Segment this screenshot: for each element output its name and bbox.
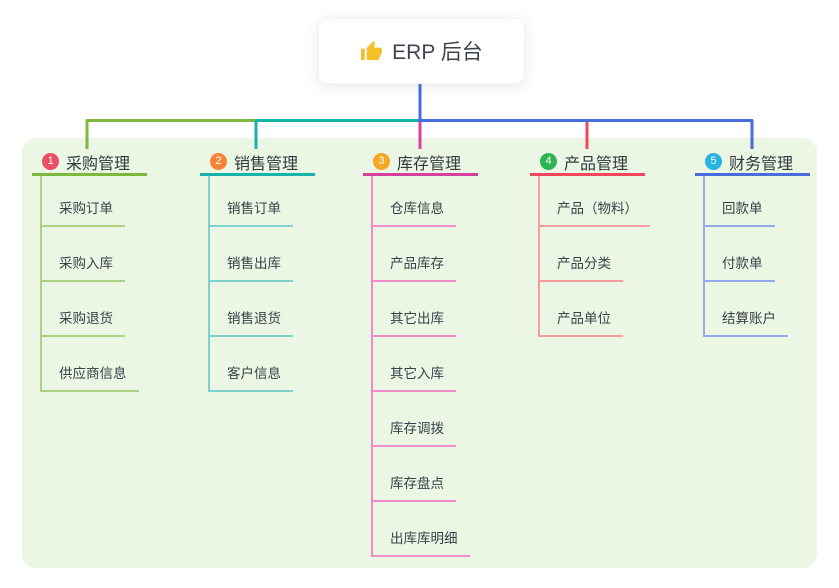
branch-title-label: 销售管理 bbox=[234, 155, 299, 173]
child-node[interactable]: 出库库明细 bbox=[373, 502, 470, 557]
branch-title-node[interactable]: 2 销售管理 bbox=[200, 150, 315, 176]
branch-title-label: 采购管理 bbox=[66, 155, 131, 173]
child-node[interactable]: 产品单位 bbox=[540, 282, 623, 337]
child-node[interactable]: 销售订单 bbox=[210, 176, 293, 227]
child-node-label: 库存盘点 bbox=[390, 476, 444, 491]
child-node-label: 供应商信息 bbox=[59, 366, 127, 381]
child-node-label: 产品分类 bbox=[557, 256, 611, 271]
child-node[interactable]: 库存盘点 bbox=[373, 447, 456, 502]
branch-children: 回款单付款单结算账户 bbox=[703, 176, 788, 337]
branch-children: 仓库信息产品库存其它出库其它入库库存调拨库存盘点出库库明细 bbox=[371, 176, 470, 557]
child-node-label: 其它出库 bbox=[390, 311, 444, 326]
branch-children: 采购订单采购入库采购退货供应商信息 bbox=[40, 176, 139, 392]
child-node-label: 仓库信息 bbox=[390, 201, 444, 216]
root-node-erp[interactable]: ERP 后台 bbox=[318, 18, 525, 84]
branch-title-node[interactable]: 1 采购管理 bbox=[32, 150, 147, 176]
child-node[interactable]: 仓库信息 bbox=[373, 176, 456, 227]
child-node[interactable]: 产品分类 bbox=[540, 227, 623, 282]
child-node[interactable]: 采购退货 bbox=[42, 282, 125, 337]
canvas-panel bbox=[22, 138, 817, 568]
branch-title-label: 产品管理 bbox=[564, 155, 629, 173]
branch-3: 3 库存管理仓库信息产品库存其它出库其它入库库存调拨库存盘点出库库明细 bbox=[363, 150, 478, 557]
child-node-label: 库存调拨 bbox=[390, 421, 444, 436]
child-node-label: 回款单 bbox=[722, 201, 763, 216]
branch-4: 4 产品管理产品（物料） 产品分类产品单位 bbox=[530, 150, 650, 337]
root-title: ERP 后台 bbox=[392, 41, 483, 64]
child-node[interactable]: 采购订单 bbox=[42, 176, 125, 227]
branch-2: 2 销售管理销售订单销售出库销售退货客户信息 bbox=[200, 150, 315, 392]
child-node-label: 采购订单 bbox=[59, 201, 113, 216]
child-node-label: 其它入库 bbox=[390, 366, 444, 381]
child-node-label: 采购入库 bbox=[59, 256, 113, 271]
child-node-label: 客户信息 bbox=[227, 366, 281, 381]
child-node[interactable]: 供应商信息 bbox=[42, 337, 139, 392]
child-node-label: 销售出库 bbox=[227, 256, 281, 271]
branch-number-badge: 2 bbox=[210, 153, 227, 170]
branch-number-badge: 4 bbox=[540, 153, 557, 170]
child-node-label: 产品单位 bbox=[557, 311, 611, 326]
child-node-label: 出库库明细 bbox=[390, 531, 458, 546]
branch-number-badge: 3 bbox=[373, 153, 390, 170]
child-node-label: 采购退货 bbox=[59, 311, 113, 326]
child-node-label: 结算账户 bbox=[722, 311, 776, 326]
branch-children: 产品（物料） 产品分类产品单位 bbox=[538, 176, 650, 337]
child-node[interactable]: 库存调拨 bbox=[373, 392, 456, 447]
child-node[interactable]: 结算账户 bbox=[705, 282, 788, 337]
branch-children: 销售订单销售出库销售退货客户信息 bbox=[208, 176, 293, 392]
child-node-label: 销售订单 bbox=[227, 201, 281, 216]
child-node[interactable]: 客户信息 bbox=[210, 337, 293, 392]
branch-title-label: 财务管理 bbox=[729, 155, 794, 173]
child-node-label: 产品库存 bbox=[390, 256, 444, 271]
child-node[interactable]: 销售出库 bbox=[210, 227, 293, 282]
child-node-label: 产品（物料） bbox=[557, 201, 638, 216]
branch-title-node[interactable]: 5 财务管理 bbox=[695, 150, 810, 176]
branch-title-node[interactable]: 3 库存管理 bbox=[363, 150, 478, 176]
branch-title-node[interactable]: 4 产品管理 bbox=[530, 150, 645, 176]
branch-title-label: 库存管理 bbox=[397, 155, 462, 173]
child-node-label: 销售退货 bbox=[227, 311, 281, 326]
branch-1: 1 采购管理采购订单采购入库采购退货供应商信息 bbox=[32, 150, 147, 392]
thumbs-up-icon bbox=[360, 40, 383, 63]
child-node[interactable]: 产品（物料） bbox=[540, 176, 650, 227]
child-node[interactable]: 销售退货 bbox=[210, 282, 293, 337]
child-node[interactable]: 采购入库 bbox=[42, 227, 125, 282]
child-node[interactable]: 产品库存 bbox=[373, 227, 456, 282]
branch-5: 5 财务管理回款单付款单结算账户 bbox=[695, 150, 810, 337]
child-node-label: 付款单 bbox=[722, 256, 763, 271]
branch-number-badge: 5 bbox=[705, 153, 722, 170]
child-node[interactable]: 回款单 bbox=[705, 176, 775, 227]
branch-number-badge: 1 bbox=[42, 153, 59, 170]
child-node[interactable]: 其它出库 bbox=[373, 282, 456, 337]
child-node[interactable]: 其它入库 bbox=[373, 337, 456, 392]
child-node[interactable]: 付款单 bbox=[705, 227, 775, 282]
